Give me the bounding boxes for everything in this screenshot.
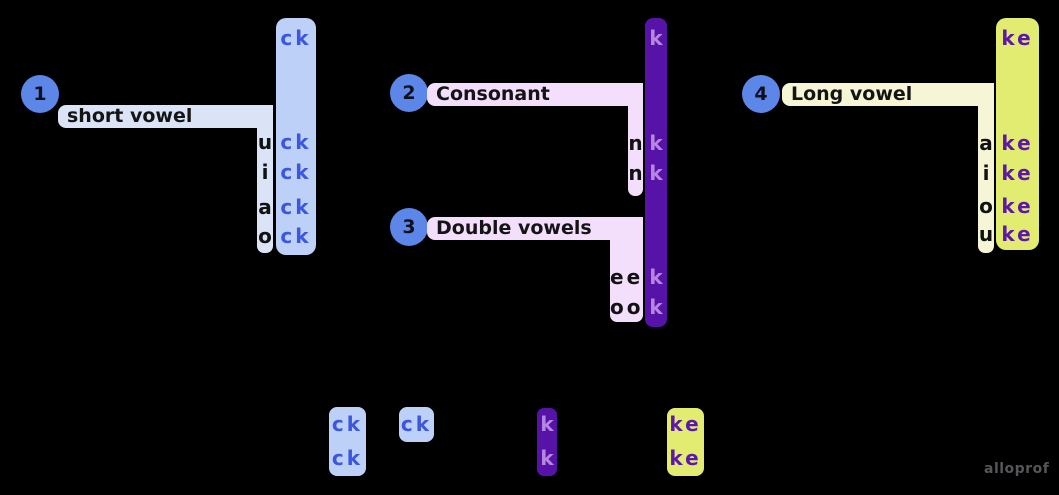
rule-1-vowel-strip (257, 105, 273, 253)
highlighted-letter: o (979, 194, 993, 218)
highlighted-letter: u (257, 130, 273, 154)
highlighted-letter: n (628, 131, 643, 155)
ck-column-header: ck (280, 26, 312, 50)
rule-4-badge: 4 (742, 75, 780, 113)
highlighted-letter: i (982, 161, 990, 185)
k-column-header: k (649, 26, 663, 50)
rule-4-label: Long vowel (791, 83, 913, 105)
rule-1-badge: 1 (21, 75, 59, 113)
highlighted-letter: n (628, 161, 643, 185)
rule-1-number: 1 (33, 83, 47, 105)
rule-1-label: short vowel (67, 105, 193, 127)
rule-4-vowel-strip (978, 83, 994, 253)
rule-2-label-strip: Consonant (427, 83, 643, 106)
rule-3-letter-strip (610, 217, 643, 322)
example-ke-cell: ke (669, 446, 702, 470)
example-box-k (537, 408, 557, 476)
example-box-ke (667, 408, 704, 476)
highlighted-letter: i (261, 160, 269, 184)
k-ending-cell: k (649, 295, 663, 319)
rule-2-letter-strip (628, 83, 643, 196)
rule-4-number: 4 (754, 83, 768, 105)
ke-ending-cell: ke (1001, 131, 1034, 155)
ck-ending-cell: ck (280, 160, 312, 184)
highlighted-letter: a (979, 131, 993, 155)
rule-1-label-strip: short vowel (58, 105, 273, 128)
example-ck-cell: ck (331, 446, 364, 470)
alloprof-logo: alloprof (984, 461, 1050, 477)
k-ending-cell: k (649, 265, 663, 289)
example-ck-cell: ck (331, 412, 364, 436)
ke-ending-cell: ke (1001, 222, 1034, 246)
highlighted-letter: o (258, 224, 272, 248)
example-box-ck-tall (329, 407, 366, 476)
k-ending-cell: k (649, 131, 663, 155)
ke-ending-cell: ke (1001, 194, 1034, 218)
rule-2-label: Consonant (436, 83, 550, 105)
ck-ending-cell: ck (280, 195, 312, 219)
example-box-ck-short (399, 407, 434, 442)
highlighted-letter: oo (610, 295, 644, 319)
rule-3-badge: 3 (390, 208, 428, 246)
ck-column (276, 18, 316, 255)
example-ke-cell: ke (669, 412, 702, 436)
highlighted-letter: ee (610, 265, 644, 289)
rule-3-label: Double vowels (436, 217, 592, 239)
rule-2-badge: 2 (390, 74, 428, 112)
rule-3-number: 3 (402, 216, 416, 238)
example-ck-cell: ck (400, 412, 433, 436)
highlighted-letter: u (978, 222, 994, 246)
k-column (645, 18, 667, 327)
rule-2-number: 2 (402, 82, 416, 104)
ck-ending-cell: ck (280, 130, 312, 154)
highlighted-letter: a (258, 195, 272, 219)
rule-4-label-strip: Long vowel (782, 83, 994, 106)
example-k-cell: k (540, 412, 554, 436)
k-ending-cell: k (649, 161, 663, 185)
ck-ending-cell: ck (280, 224, 312, 248)
ke-ending-cell: ke (1001, 161, 1034, 185)
rule-3-label-strip: Double vowels (427, 217, 643, 240)
example-k-cell: k (540, 446, 554, 470)
ke-column-header: ke (1001, 26, 1034, 50)
ke-column (996, 18, 1039, 250)
